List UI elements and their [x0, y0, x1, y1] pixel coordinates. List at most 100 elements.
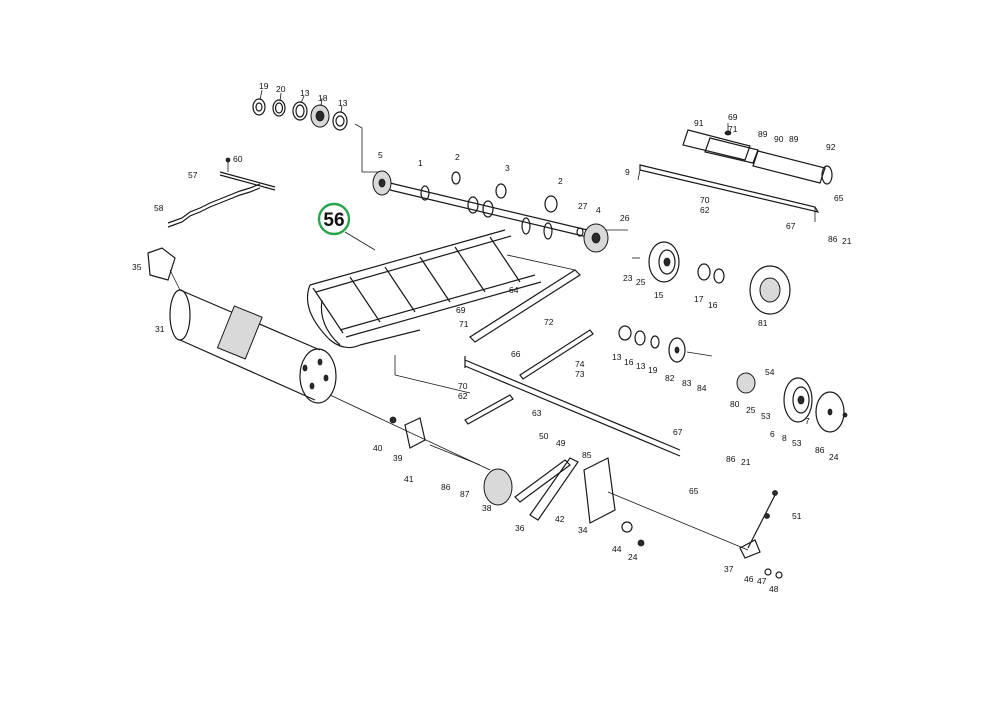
label-19: 19: [259, 81, 269, 91]
label-8: 8: [782, 433, 787, 443]
label-66: 66: [511, 349, 521, 359]
label-27: 27: [578, 201, 588, 211]
label-86: 86: [815, 445, 825, 455]
label-72: 72: [544, 317, 554, 327]
label-69: 69: [728, 112, 738, 122]
label-81: 81: [758, 318, 768, 328]
label-71: 71: [728, 124, 738, 134]
label-16: 16: [708, 300, 718, 310]
label-84: 84: [697, 383, 707, 393]
label-15: 15: [654, 290, 664, 300]
label-34: 34: [578, 525, 588, 535]
label-49: 49: [556, 438, 566, 448]
highlight-label: 56: [323, 210, 344, 231]
label-85: 85: [582, 450, 592, 460]
drum: [147, 247, 491, 471]
label-86: 86: [441, 482, 451, 492]
label-4: 4: [596, 205, 601, 215]
label-2: 2: [455, 152, 460, 162]
highlight-marker[interactable]: 56: [317, 202, 376, 251]
label-74: 74: [575, 359, 585, 369]
label-51: 51: [792, 511, 802, 521]
label-57: 57: [188, 170, 198, 180]
label-37: 37: [724, 564, 734, 574]
label-25: 25: [746, 405, 756, 415]
label-83: 83: [682, 378, 692, 388]
rod-and-chain: [167, 157, 276, 228]
leader-lines: [259, 89, 378, 173]
label-62: 62: [458, 391, 468, 401]
label-38: 38: [482, 503, 492, 513]
label-67: 67: [673, 427, 683, 437]
label-86: 86: [726, 454, 736, 464]
label-80: 80: [730, 399, 740, 409]
label-58: 58: [154, 203, 164, 213]
label-89: 89: [789, 134, 799, 144]
label-70: 70: [458, 381, 468, 391]
label-23: 23: [623, 273, 633, 283]
label-39: 39: [393, 453, 403, 463]
label-92: 92: [826, 142, 836, 152]
label-47: 47: [757, 576, 767, 586]
label-70: 70: [700, 195, 710, 205]
label-60: 60: [233, 154, 243, 164]
main-shaft: [372, 170, 628, 253]
label-35: 35: [132, 262, 142, 272]
label-5: 5: [378, 150, 383, 160]
bars: [469, 254, 594, 380]
label-13: 13: [636, 361, 646, 371]
label-2: 2: [558, 176, 563, 186]
label-40: 40: [373, 443, 383, 453]
label-89: 89: [758, 129, 768, 139]
slat-conveyor: [306, 229, 542, 349]
label-90: 90: [774, 134, 784, 144]
label-69: 69: [456, 305, 466, 315]
label-82: 82: [665, 373, 675, 383]
washer-stack-top: [252, 98, 348, 131]
label-9: 9: [625, 167, 630, 177]
label-21: 21: [842, 236, 852, 246]
pulleys-middle: [618, 325, 756, 394]
label-91: 91: [694, 118, 704, 128]
label-87: 87: [460, 489, 470, 499]
label-48: 48: [769, 584, 779, 594]
label-65: 65: [689, 486, 699, 496]
label-50: 50: [539, 431, 549, 441]
label-1: 1: [418, 158, 423, 168]
label-18: 18: [318, 93, 328, 103]
label-64: 64: [509, 285, 519, 295]
label-63: 63: [532, 408, 542, 418]
label-24: 24: [829, 452, 839, 462]
lower-frame: [394, 355, 681, 457]
label-6: 6: [770, 429, 775, 439]
label-73: 73: [575, 369, 585, 379]
pulleys-upper: [632, 241, 791, 315]
label-44: 44: [612, 544, 622, 554]
label-42: 42: [555, 514, 565, 524]
label-54: 54: [765, 367, 775, 377]
label-26: 26: [620, 213, 630, 223]
label-3: 3: [505, 163, 510, 173]
label-25: 25: [636, 277, 646, 287]
label-46: 46: [744, 574, 754, 584]
label-16: 16: [624, 357, 634, 367]
label-17: 17: [694, 294, 704, 304]
highlight-ring[interactable]: [317, 202, 351, 236]
label-67: 67: [786, 221, 796, 231]
label-36: 36: [515, 523, 525, 533]
label-41: 41: [404, 474, 414, 484]
label-13: 13: [612, 352, 622, 362]
label-24: 24: [628, 552, 638, 562]
label-13: 13: [300, 88, 310, 98]
label-21: 21: [741, 457, 751, 467]
label-62: 62: [700, 205, 710, 215]
upper-frame: [637, 123, 833, 222]
label-65: 65: [834, 193, 844, 203]
pulleys-lower: [783, 377, 848, 433]
bottom-parts: [389, 416, 783, 579]
label-86: 86: [828, 234, 838, 244]
label-53: 53: [761, 411, 771, 421]
label-53: 53: [792, 438, 802, 448]
